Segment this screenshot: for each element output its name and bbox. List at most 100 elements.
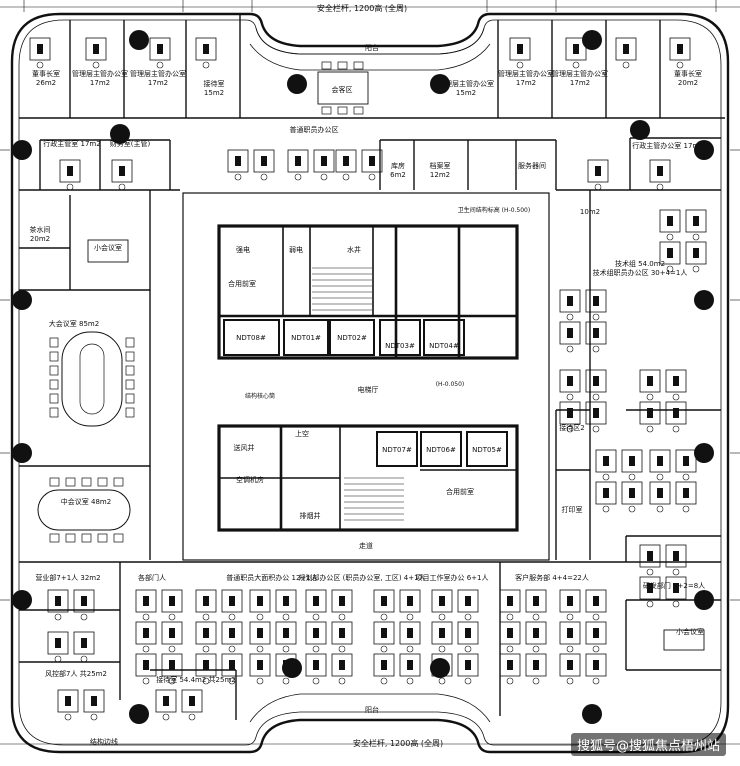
monitor (507, 660, 513, 670)
desk (585, 653, 607, 677)
office-chair (656, 505, 664, 513)
office-chair (666, 233, 674, 241)
elevator-label-lower: NDT07# (382, 446, 412, 454)
monitor (169, 628, 175, 638)
desk (525, 621, 547, 645)
watermark: 搜狐号@搜狐焦点梧州站 (570, 733, 726, 756)
office-chair (338, 613, 346, 621)
desk (195, 37, 217, 61)
office-chair (592, 425, 600, 433)
monitor (623, 44, 629, 54)
monitor (593, 296, 599, 306)
desk (373, 589, 395, 613)
meeting-chair (321, 61, 332, 70)
desk (227, 149, 249, 173)
monitor (163, 696, 169, 706)
desk (373, 621, 395, 645)
meeting-chair (81, 477, 92, 487)
desk (509, 37, 531, 61)
monitor (313, 596, 319, 606)
monitor (203, 44, 209, 54)
room-label-line: 技术组职员办公区 30+4=1人 (593, 268, 688, 277)
office-chair (368, 173, 376, 181)
structural-column (287, 74, 307, 94)
structural-column (129, 30, 149, 50)
desk (649, 481, 671, 505)
room-label-line: 管理层主管办公室 (498, 69, 554, 78)
office-chair (380, 645, 388, 653)
desk (59, 159, 81, 183)
office-chair (666, 265, 674, 273)
monitor (439, 628, 445, 638)
desk (287, 149, 309, 173)
meeting-chair (125, 351, 135, 362)
office-chair (572, 61, 580, 69)
monitor (235, 156, 241, 166)
monitor (507, 628, 513, 638)
monitor (81, 596, 87, 606)
room-label-core-power: 强电 (236, 245, 250, 254)
room-label-line: 行政主管室 17m2 (43, 139, 100, 148)
monitor (677, 44, 683, 54)
room-label-line: 管理层主管办公室 (552, 69, 608, 78)
desk (275, 653, 297, 677)
office-chair (682, 473, 690, 481)
desk (649, 159, 671, 183)
office-chair (234, 173, 242, 181)
monitor (567, 328, 573, 338)
desk (275, 589, 297, 613)
desk (565, 37, 587, 61)
room-label-line: 17m2 (570, 79, 590, 87)
room-label-bottom-meeting: 接待室 54.4m2 共25m2 (156, 675, 236, 684)
desk (253, 149, 275, 173)
monitor (439, 596, 445, 606)
office-chair (566, 393, 574, 401)
desk (361, 149, 383, 173)
desk (559, 321, 581, 345)
room-label-bottom-dept-2: 普通职员大面积办公 12+1人 (226, 573, 317, 582)
desk (675, 481, 697, 505)
office-chair (202, 677, 210, 685)
monitor (189, 696, 195, 706)
room-label-line: 服务器间 (518, 161, 546, 170)
office-chair (464, 677, 472, 685)
monitor (439, 660, 445, 670)
desk (559, 653, 581, 677)
monitor (657, 166, 663, 176)
room-label-core-pipe: 合用前室 (228, 279, 256, 288)
desk (639, 576, 661, 600)
desk (249, 653, 271, 677)
monitor (203, 628, 209, 638)
room-label-bottom-dept-5: 客户服务部 4+4=22人 (515, 573, 589, 582)
monitor (65, 696, 71, 706)
office-chair (338, 677, 346, 685)
monitor (339, 660, 345, 670)
monitor (381, 660, 387, 670)
office-chair (602, 473, 610, 481)
desk (47, 589, 69, 613)
desk (399, 621, 421, 645)
office-chair (594, 183, 602, 191)
desk (195, 653, 217, 677)
room-label-line: 技术组 54.0m2 (615, 259, 665, 268)
office-chair (566, 645, 574, 653)
monitor (119, 166, 125, 176)
meeting-chair (65, 533, 76, 543)
meeting-chair (49, 533, 60, 543)
desk (331, 589, 353, 613)
meeting-chair (65, 477, 76, 487)
office-chair (592, 313, 600, 321)
office-chair (260, 173, 268, 181)
office-chair (312, 613, 320, 621)
office-chair (672, 568, 680, 576)
room-label-line: 行政主管办公室 17m2 (632, 141, 703, 150)
desk (135, 621, 157, 645)
monitor (683, 456, 689, 466)
monitor (507, 596, 513, 606)
room-label-right-dev: 研发部门 6+2=8人 (643, 581, 705, 590)
monitor (261, 156, 267, 166)
